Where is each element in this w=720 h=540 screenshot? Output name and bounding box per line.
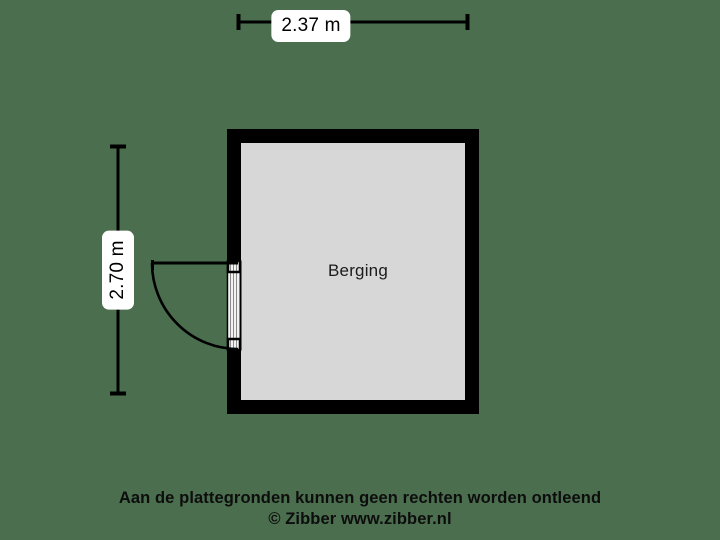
dimension-label-height: 2.70 m (102, 230, 134, 310)
door-swing (150, 260, 239, 351)
dimension-label-width: 2.37 m (271, 10, 351, 42)
room-berging (227, 129, 479, 414)
door-opening (226, 259, 242, 352)
footer-line-disclaimer: Aan de plattegronden kunnen geen rechten… (118, 489, 602, 507)
footer-line-copyright: © Zibber www.zibber.nl (268, 510, 452, 528)
room-floor (241, 143, 465, 400)
footer-disclaimer: Aan de plattegronden kunnen geen rechten… (0, 488, 720, 530)
room-label-berging: Berging (328, 261, 388, 280)
